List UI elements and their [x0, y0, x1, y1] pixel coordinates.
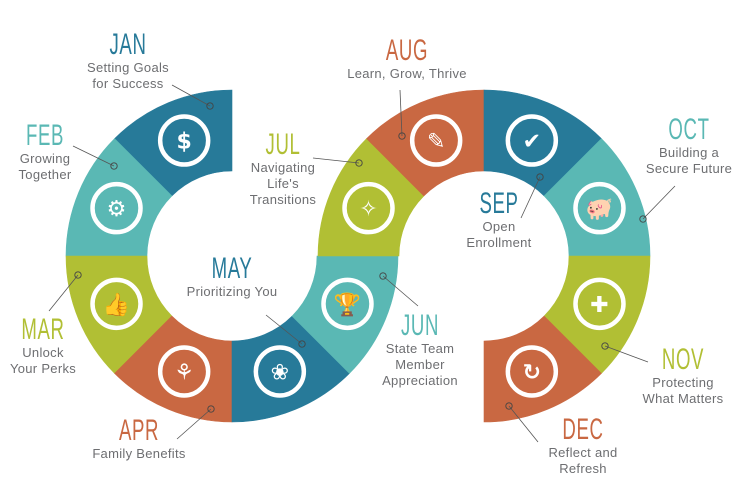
- month-desc: Secure Future: [645, 161, 733, 176]
- label-oct: OCT Building a Secure Future: [646, 115, 732, 177]
- leader-dot: [110, 162, 118, 170]
- leader-dot: [536, 173, 544, 181]
- leader-line: [265, 314, 303, 345]
- month-title: JUN: [400, 309, 440, 342]
- pencil-icon: ✎: [427, 130, 445, 155]
- gears-icon-badge: [90, 181, 143, 235]
- month-title: DEC: [562, 413, 604, 446]
- trophy-icon-badge: [321, 277, 374, 331]
- label-feb: FEB Growing Together: [14, 121, 75, 183]
- leader-dot: [379, 272, 387, 280]
- month-title: OCT: [668, 113, 710, 146]
- month-desc: What Matters: [642, 391, 724, 406]
- leader-line: [48, 274, 79, 312]
- leader-dot: [207, 405, 215, 413]
- leader-line: [382, 275, 419, 307]
- leader-line: [604, 345, 649, 363]
- month-desc: Your Perks: [9, 361, 77, 376]
- month-desc: Family Benefits: [92, 446, 186, 461]
- plus-icon: ✚: [590, 293, 608, 318]
- month-desc: for Success: [92, 76, 164, 91]
- leader-dot: [639, 215, 647, 223]
- month-desc: Member: [395, 357, 445, 372]
- label-dec: DEC Reflect and Refresh: [548, 415, 617, 477]
- label-apr: APR Family Benefits: [92, 416, 185, 462]
- month-desc: Enrollment: [466, 235, 532, 250]
- label-nov: NOV Protecting What Matters: [643, 345, 724, 407]
- month-desc: Learn, Grow, Thrive: [347, 66, 467, 81]
- month-desc: Prioritizing You: [186, 284, 278, 299]
- compass-icon: ✧: [359, 197, 377, 222]
- month-title: SEP: [479, 187, 519, 220]
- refresh-icon-badge: [505, 345, 559, 398]
- leader-dot: [398, 132, 406, 140]
- month-title: MAR: [21, 313, 65, 346]
- leader-dot: [505, 402, 513, 410]
- plus-icon-badge: [573, 277, 626, 331]
- month-desc: Refresh: [559, 461, 607, 476]
- month-desc: Appreciation: [382, 373, 458, 388]
- thumbs-up-icon: 👍: [103, 292, 130, 318]
- shield-check-icon: ✔: [523, 130, 541, 155]
- leader-line: [520, 176, 541, 219]
- leader-dot: [74, 271, 82, 279]
- family-icon-badge: [157, 345, 211, 398]
- gears-icon: ⚙: [107, 197, 127, 222]
- month-title: MAY: [211, 252, 253, 285]
- month-desc: Together: [18, 167, 72, 182]
- family-icon: ⚘: [174, 360, 194, 385]
- month-title: APR: [118, 414, 160, 447]
- leader-dot: [355, 159, 363, 167]
- label-may: MAY Prioritizing You: [187, 254, 278, 300]
- dollar-icon-badge: [157, 114, 211, 167]
- piggy-bank-icon-badge: [573, 181, 626, 235]
- month-title: JUL: [265, 128, 301, 161]
- piggy-bank-icon: 🐖: [586, 197, 613, 222]
- month-desc: Growing: [19, 151, 71, 166]
- month-title: AUG: [385, 34, 429, 67]
- leader-dot: [206, 102, 214, 110]
- leader-line: [176, 408, 212, 440]
- leader-line: [399, 89, 403, 137]
- label-mar: MAR Unlock Your Perks: [8, 315, 78, 377]
- refresh-icon: ↻: [523, 360, 541, 385]
- leader-line: [72, 145, 115, 167]
- leader-line: [642, 185, 676, 220]
- compass-icon-badge: [342, 181, 395, 235]
- month-desc: Open: [482, 219, 516, 234]
- leader-line: [312, 157, 360, 164]
- label-jul: JUL Navigating Life's Transitions: [250, 130, 316, 208]
- thumbs-up-icon-badge: [90, 277, 143, 331]
- label-aug: AUG Learn, Grow, Thrive: [347, 36, 467, 82]
- dollar-icon: $: [177, 130, 192, 155]
- lotus-icon: ❀: [271, 360, 289, 385]
- month-title: JAN: [109, 28, 147, 61]
- leader-dot: [298, 340, 306, 348]
- label-sep: SEP Open Enrollment: [466, 189, 531, 251]
- lotus-icon-badge: [253, 345, 307, 398]
- month-desc: Life's: [267, 176, 299, 191]
- month-desc: State Team: [385, 341, 455, 356]
- month-desc: Navigating: [250, 160, 316, 175]
- month-desc: Protecting: [652, 375, 714, 390]
- leader-dot: [601, 342, 609, 350]
- leader-line: [508, 405, 539, 443]
- month-desc: Building a: [658, 145, 720, 160]
- month-desc: Setting Goals: [87, 60, 169, 75]
- month-title: NOV: [661, 343, 705, 376]
- leader-line: [171, 84, 211, 107]
- pencil-icon-badge: [409, 114, 463, 167]
- month-desc: Unlock: [22, 345, 64, 360]
- month-title: FEB: [25, 119, 65, 152]
- trophy-icon: 🏆: [334, 292, 361, 318]
- month-desc: Transitions: [249, 192, 317, 207]
- shield-check-icon-badge: [505, 114, 559, 167]
- label-jun: JUN State Team Member Appreciation: [382, 311, 458, 389]
- month-desc: Reflect and: [548, 445, 618, 460]
- label-jan: JAN Setting Goals for Success: [87, 30, 169, 92]
